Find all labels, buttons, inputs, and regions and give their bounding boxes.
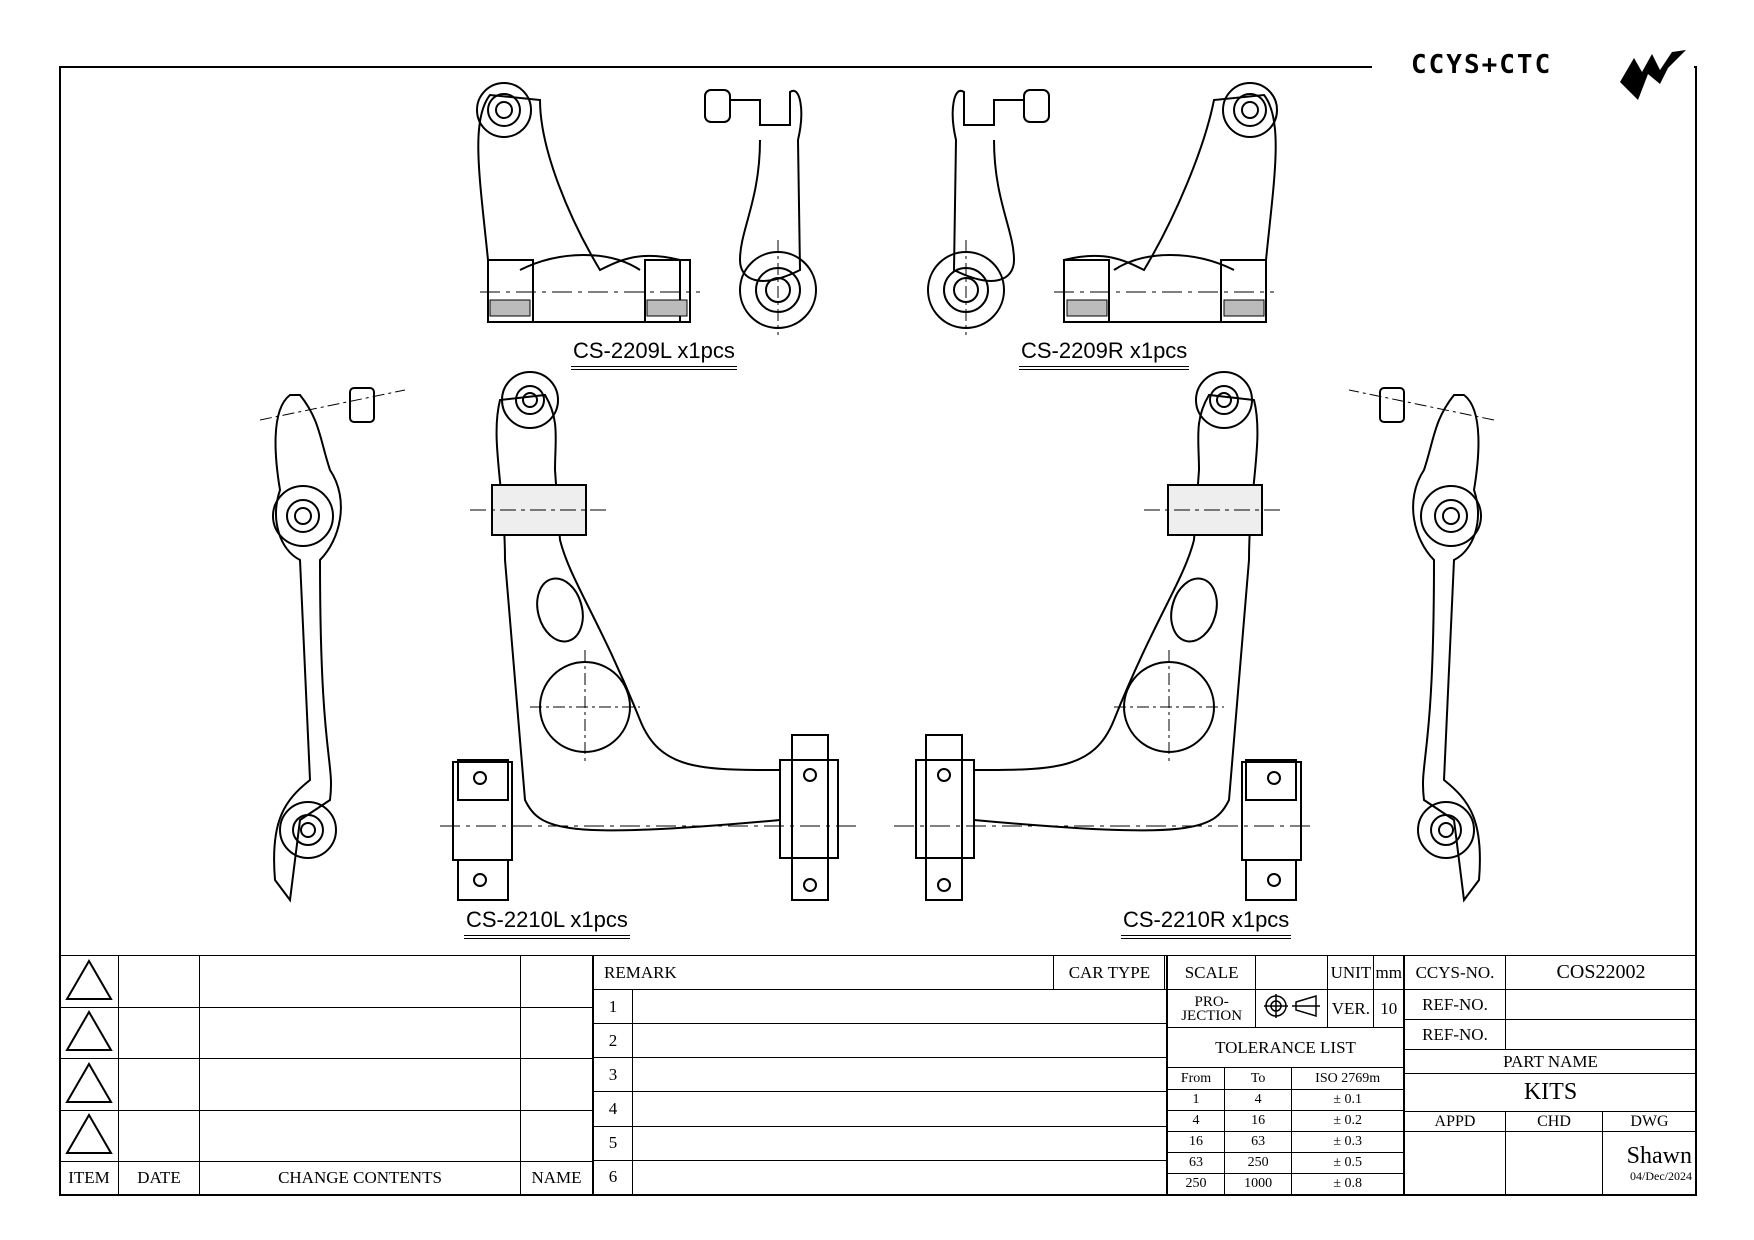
ccys-no-label: CCYS-NO. [1404, 955, 1506, 990]
part-name-label: PART NAME [1404, 1049, 1697, 1074]
dwg-label: DWG [1602, 1111, 1697, 1132]
tolerance-to: 1000 [1223, 1173, 1293, 1195]
header-date: DATE [118, 1161, 200, 1195]
part-label-lower-right: CS-2210R x1pcs [1121, 907, 1292, 939]
tolerance-from: 16 [1167, 1131, 1225, 1153]
drawing-frame [59, 66, 1697, 1196]
tolerance-header-to: To [1223, 1067, 1293, 1090]
lower-arm-side-left [259, 387, 406, 903]
tolerance-from: 1 [1167, 1089, 1225, 1111]
projection-label: PRO- JECTION [1166, 989, 1257, 1028]
tolerance-value: ± 0.5 [1291, 1152, 1404, 1174]
revision-table: ITEM DATE CHANGE CONTENTS NAME [59, 955, 593, 1195]
ver-value: 10 [1373, 989, 1404, 1028]
remark-row-number: 5 [593, 1125, 633, 1161]
chd-value [1505, 1131, 1603, 1195]
part-label-upper-left: CS-2209L x1pcs [571, 338, 737, 370]
tolerance-to: 4 [1223, 1089, 1293, 1111]
dwg-value: Shawn [1626, 1143, 1692, 1169]
upper-arm-side-right [927, 89, 1050, 335]
tolerance-from: 250 [1167, 1173, 1225, 1195]
appd-value [1404, 1131, 1506, 1195]
revision-triangle-icon [59, 955, 119, 1008]
dwg-signoff: Shawn 04/Dec/2024 [1602, 1131, 1697, 1195]
tolerance-to: 16 [1223, 1110, 1293, 1132]
tolerance-header-standard: ISO 2769m [1291, 1067, 1404, 1090]
tolerance-value: ± 0.2 [1291, 1110, 1404, 1132]
tolerance-to: 63 [1223, 1131, 1293, 1153]
part-name-value: KITS [1404, 1073, 1697, 1112]
lower-arm-left [440, 371, 860, 901]
revision-triangle-icon [59, 1109, 119, 1162]
revision-triangle-icon [59, 1006, 119, 1059]
car-type-label: CAR TYPE [1053, 955, 1166, 990]
scale-value [1255, 955, 1329, 990]
part-label-upper-right: CS-2209R x1pcs [1019, 338, 1190, 370]
upper-arm-right [1054, 82, 1278, 323]
appd-label: APPD [1404, 1111, 1506, 1132]
upper-arm-side-left [704, 89, 817, 335]
remark-row-number: 4 [593, 1091, 633, 1127]
chd-label: CHD [1505, 1111, 1603, 1132]
remark-label: REMARK [592, 955, 1055, 990]
ver-label: VER. [1327, 989, 1375, 1028]
ref-no-value [1505, 1019, 1697, 1050]
unit-label: UNIT [1327, 955, 1375, 990]
lower-arm-right [894, 371, 1314, 901]
header-item: ITEM [59, 1161, 119, 1195]
projection-symbol-icon [1255, 989, 1329, 1028]
lower-arm-side-right [1348, 387, 1495, 903]
ref-no-label: REF-NO. [1404, 989, 1506, 1020]
parts-drawing [259, 82, 1495, 903]
ref-no-label: REF-NO. [1404, 1019, 1506, 1050]
drawing-date: 04/Dec/2024 [1630, 1169, 1692, 1183]
wings-icon [1620, 50, 1686, 100]
ccys-no-value: COS22002 [1505, 955, 1697, 990]
scale-label: SCALE [1166, 955, 1257, 990]
unit-value: mm [1373, 955, 1404, 990]
logo-text: CCYS+CTC [1411, 50, 1553, 80]
brand-logo: CCYS+CTC [1372, 42, 1694, 102]
remark-row-number: 6 [593, 1159, 633, 1196]
remark-row-number: 1 [593, 988, 633, 1025]
ref-no-value [1505, 989, 1697, 1020]
revision-triangle-icon [59, 1058, 119, 1111]
tolerance-from: 63 [1167, 1152, 1225, 1174]
part-label-lower-left: CS-2210L x1pcs [464, 907, 630, 939]
remarks-table: REMARK CAR TYPE 1 2 3 4 5 6 [592, 955, 1167, 1196]
tolerance-value: ± 0.8 [1291, 1173, 1404, 1195]
header-change-contents: CHANGE CONTENTS [199, 1161, 521, 1195]
upper-arm-left [476, 82, 700, 323]
header-name: NAME [520, 1161, 593, 1195]
remark-row-number: 3 [593, 1057, 633, 1093]
tolerance-to: 250 [1223, 1152, 1293, 1174]
tolerance-value: ± 0.3 [1291, 1131, 1404, 1153]
remark-row-number: 2 [593, 1023, 633, 1059]
tolerance-value: ± 0.1 [1291, 1089, 1404, 1111]
tolerance-table: SCALE UNIT mm PRO- JECTION VER. 10 TOLER… [1166, 955, 1404, 1195]
title-block-table: CCYS-NO. COS22002 REF-NO. REF-NO. PART N… [1404, 955, 1697, 1195]
tolerance-header-from: From [1167, 1067, 1225, 1090]
tolerance-from: 4 [1167, 1110, 1225, 1132]
tolerance-title: TOLERANCE LIST [1167, 1027, 1404, 1068]
